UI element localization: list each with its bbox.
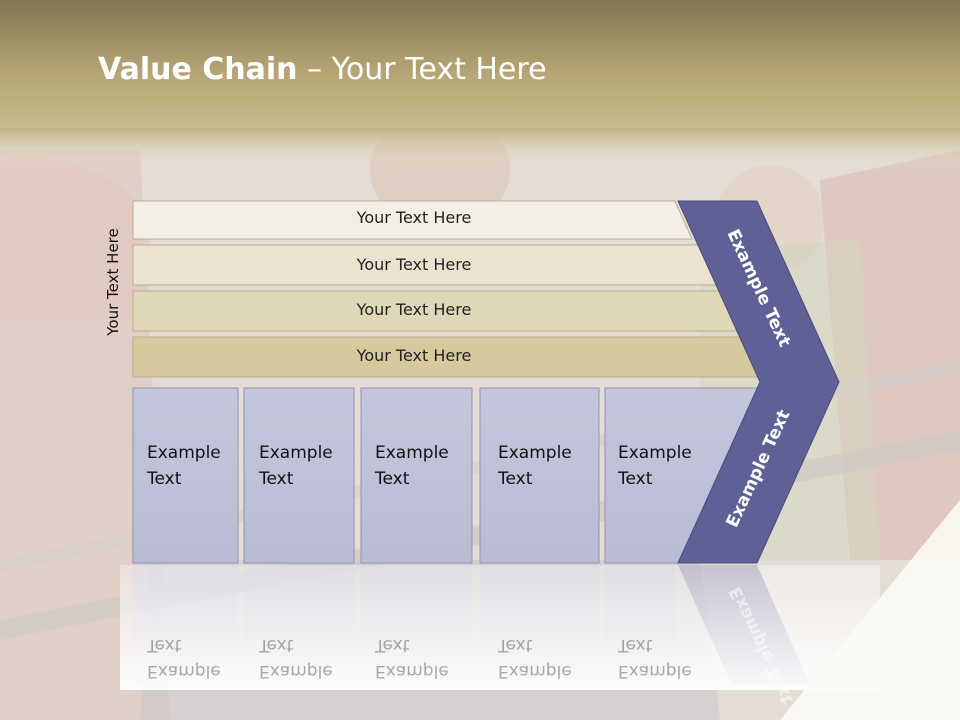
title-bold: Value Chain (98, 52, 298, 87)
corner-wedge (780, 500, 960, 720)
box-3-reflection-line2: Text (375, 635, 410, 655)
box-2-reflection-line2: Text (259, 635, 294, 655)
box-3-reflection: Example Text (375, 632, 449, 684)
box-3-line2: Text (375, 469, 410, 489)
box-3-reflection-line1: Example (375, 661, 449, 681)
title-rest: – Your Text Here (297, 52, 547, 87)
ribbon-1 (132, 200, 693, 240)
ribbon-2-label: Your Text Here (356, 255, 472, 274)
box-5-reflection: Example Text (618, 632, 692, 684)
header-fade (0, 128, 960, 173)
box-2-reflection-line1: Example (259, 661, 333, 681)
box-row (132, 387, 761, 564)
box-1-line1: Example (147, 443, 221, 463)
box-3-line1: Example (375, 443, 449, 463)
ribbon-1-label: Your Text Here (356, 208, 472, 227)
box-3-label: Example Text (375, 440, 449, 492)
box-1-reflection: Example Text (147, 632, 221, 684)
box-4 (479, 387, 600, 564)
box-4-reflection: Example Text (498, 632, 572, 684)
box-1-reflection-line2: Text (147, 635, 182, 655)
box-5-label: Example Text (618, 440, 692, 492)
box-4-line1: Example (498, 443, 572, 463)
box-5-line1: Example (618, 443, 692, 463)
box-5-line2: Text (618, 469, 653, 489)
box-1 (132, 387, 239, 564)
box-2 (243, 387, 355, 564)
ribbon-4-label: Your Text Here (356, 346, 472, 365)
box-2-line1: Example (259, 443, 333, 463)
side-label: Your Text Here (104, 228, 122, 336)
box-2-reflection: Example Text (259, 632, 333, 684)
box-1-line2: Text (147, 469, 182, 489)
slide-title: Value Chain – Your Text Here (98, 52, 547, 87)
box-1-label: Example Text (147, 440, 221, 492)
chevron-arrow (677, 200, 840, 564)
box-5-reflection-line1: Example (618, 661, 692, 681)
reflection-fade (120, 565, 880, 690)
box-4-reflection-line1: Example (498, 661, 572, 681)
header-band (0, 0, 960, 130)
box-2-label: Example Text (259, 440, 333, 492)
box-1-reflection-line1: Example (147, 661, 221, 681)
box-4-line2: Text (498, 469, 533, 489)
box-4-label: Example Text (498, 440, 572, 492)
box-4-reflection-line2: Text (498, 635, 533, 655)
box-5-reflection-line2: Text (618, 635, 653, 655)
box-2-line2: Text (259, 469, 294, 489)
box-3 (360, 387, 473, 564)
ribbon-3-label: Your Text Here (356, 300, 472, 319)
